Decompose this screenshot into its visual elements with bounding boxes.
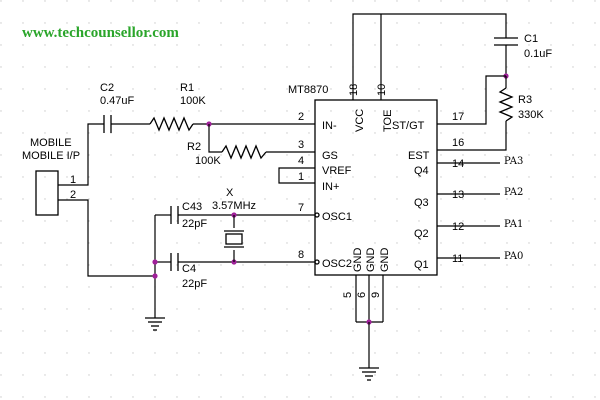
ic-pin-label-gnd-5: GND bbox=[352, 248, 364, 273]
pin-num-11: 11 bbox=[452, 253, 463, 265]
pin-num-18: 18 bbox=[348, 84, 360, 96]
r1-ref: R1 bbox=[180, 82, 194, 94]
c43-ref: C43 bbox=[182, 201, 202, 213]
pin-num-13: 13 bbox=[452, 189, 464, 201]
ic-pin-label-osc2: OSC2 bbox=[322, 258, 352, 270]
r2-value: 100K bbox=[195, 155, 221, 167]
output-pa0: PA0 bbox=[504, 251, 523, 262]
r1-value: 100K bbox=[180, 95, 206, 107]
output-pa1: PA1 bbox=[504, 219, 523, 230]
pin-num-9: 9 bbox=[370, 292, 382, 298]
vref-in-plus-loop bbox=[278, 167, 315, 184]
c1-ref: C1 bbox=[524, 33, 538, 45]
pin-num-5: 5 bbox=[342, 292, 354, 298]
ic-pin-label-q4: Q4 bbox=[414, 165, 429, 177]
junction-c4-left bbox=[152, 259, 158, 265]
ic-pin-label-gs: GS bbox=[322, 150, 338, 162]
c43-value: 22pF bbox=[182, 218, 207, 230]
output-pa2: PA2 bbox=[504, 187, 523, 198]
pin-num-10: 10 bbox=[376, 84, 388, 96]
input-pin1-wire bbox=[58, 123, 104, 186]
connector-pin-2: 2 bbox=[70, 189, 76, 201]
pin-num-3: 3 bbox=[298, 139, 304, 151]
ic-pin-label-q1: Q1 bbox=[414, 259, 429, 271]
ic-name: MT8870 bbox=[288, 84, 328, 96]
ic-pin-label-in-plus: IN+ bbox=[322, 181, 339, 193]
ic-pin-label-toe: TOE bbox=[382, 110, 394, 132]
pin-num-8: 8 bbox=[298, 249, 304, 261]
r2-resistor bbox=[221, 144, 267, 160]
c4-value: 22pF bbox=[182, 278, 207, 290]
ic-pin-label-osc1: OSC1 bbox=[322, 211, 352, 223]
ic-pin-label-vref: VREF bbox=[322, 165, 352, 177]
site-watermark: www.techcounsellor.com bbox=[22, 25, 179, 41]
ic-pin-label-q2: Q2 bbox=[414, 228, 429, 240]
r1-resistor bbox=[149, 116, 194, 132]
pin-num-4: 4 bbox=[298, 155, 304, 167]
st-gt-wire bbox=[437, 75, 506, 125]
gnd-pin-wires bbox=[355, 275, 384, 322]
junction-input-ground bbox=[152, 273, 158, 279]
r3-ref: R3 bbox=[518, 94, 532, 106]
connector-subtitle: MOBILE I/P bbox=[22, 150, 80, 162]
input-pin2-wire bbox=[58, 199, 155, 277]
pin-num-16: 16 bbox=[452, 137, 464, 149]
r3-to-est-wire bbox=[437, 121, 507, 151]
c4-ref: C4 bbox=[182, 263, 196, 275]
ic-pin-label-gnd-9: GND bbox=[379, 248, 391, 273]
pin-num-1: 1 bbox=[298, 171, 304, 183]
c2-ref: C2 bbox=[100, 82, 114, 94]
r2-left-wire bbox=[208, 124, 222, 153]
ic-pin-label-est: EST bbox=[408, 150, 430, 162]
crystal-value: 3.57MHz bbox=[212, 200, 256, 212]
connector-title: MOBILE bbox=[30, 137, 72, 149]
pin-num-17: 17 bbox=[452, 111, 464, 123]
crystal-body bbox=[225, 233, 243, 245]
ic-pin-label-vcc: VCC bbox=[354, 109, 366, 132]
pin-num-7: 7 bbox=[298, 202, 304, 214]
pin-num-12: 12 bbox=[452, 221, 464, 233]
pin-num-2: 2 bbox=[298, 111, 304, 123]
ic-pin-label-q3: Q3 bbox=[414, 197, 429, 209]
ground-symbol-ic bbox=[359, 367, 379, 381]
crystal-ref: X bbox=[226, 187, 234, 199]
r3-resistor bbox=[498, 87, 514, 122]
c2-value: 0.47uF bbox=[100, 95, 135, 107]
r2-ref: R2 bbox=[187, 141, 201, 153]
ic-pin-label-in-minus: IN- bbox=[322, 120, 337, 132]
ic-body bbox=[314, 99, 438, 276]
pin-num-6: 6 bbox=[356, 292, 368, 298]
ground-symbol-left bbox=[145, 317, 165, 331]
connector-pin-1: 1 bbox=[70, 174, 76, 186]
ic-pin-label-gnd-6: GND bbox=[365, 248, 377, 273]
c1-value: 0.1uF bbox=[524, 48, 552, 60]
pin-num-14: 14 bbox=[452, 158, 464, 170]
output-pa3: PA3 bbox=[504, 156, 523, 167]
vcc-wire bbox=[352, 13, 507, 100]
mobile-connector bbox=[35, 170, 59, 216]
ic-pin-label-st-gt: ST/GT bbox=[392, 120, 425, 132]
r3-value: 330K bbox=[518, 109, 544, 121]
